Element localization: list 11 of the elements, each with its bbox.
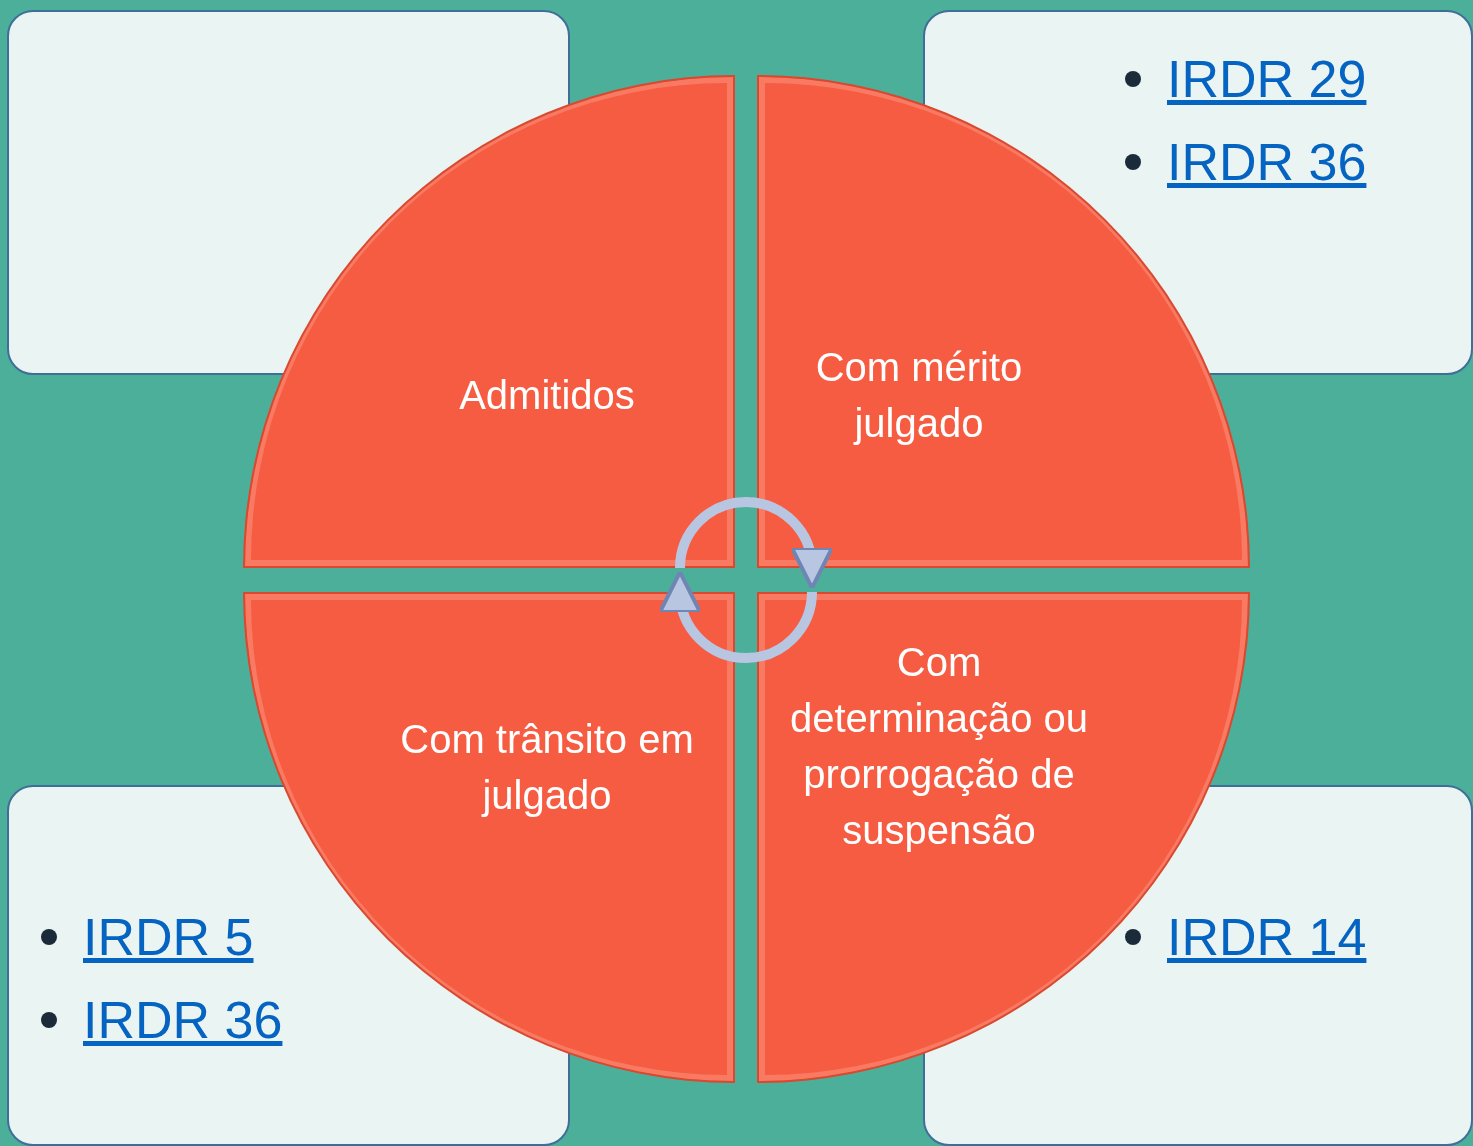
segment-label: Com determinação ou prorrogação de suspensão	[789, 639, 1089, 854]
link: IRDR 36	[83, 990, 283, 1051]
link: IRDR 14	[1167, 907, 1367, 968]
segment-label: Com mérito julgado	[814, 344, 1024, 447]
segment-label: Com trânsito em julgado	[399, 716, 695, 819]
curved-arrow	[675, 497, 833, 590]
link: IRDR 5	[83, 907, 254, 968]
link: IRDR 29	[1167, 49, 1367, 110]
curved-arrow	[659, 570, 817, 663]
link: IRDR 36	[1167, 132, 1367, 193]
segment-label: Admitidos	[458, 372, 636, 419]
